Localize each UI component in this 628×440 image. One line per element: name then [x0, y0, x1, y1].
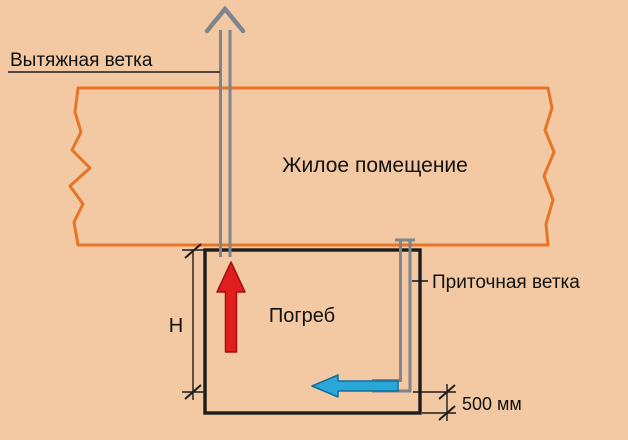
exhaust-airflow-arrow-icon [216, 261, 246, 353]
height-label: H [169, 315, 183, 337]
exhaust-branch-label: Вытяжная ветка [10, 50, 153, 71]
living-space-outline [68, 86, 556, 247]
clearance-label: 500 мм [462, 394, 522, 414]
exhaust-duct [204, 5, 246, 257]
supply-airflow-arrow-icon [311, 374, 399, 398]
clearance-tick-bottom [438, 405, 456, 421]
clearance-dimension: 500 мм [413, 384, 522, 421]
exhaust-outlet-arrow-icon [204, 5, 246, 34]
supply-branch-label: Приточная ветка [432, 272, 580, 293]
cellar-label: Погреб [269, 305, 335, 327]
cellar-outline [203, 248, 422, 415]
height-dimension: H [169, 243, 205, 400]
clearance-tick-top [438, 384, 456, 400]
height-dimension-tick-top [184, 243, 202, 259]
height-dimension-tick-bottom [184, 384, 202, 400]
living-space-label: Жилое помещение [282, 154, 468, 177]
